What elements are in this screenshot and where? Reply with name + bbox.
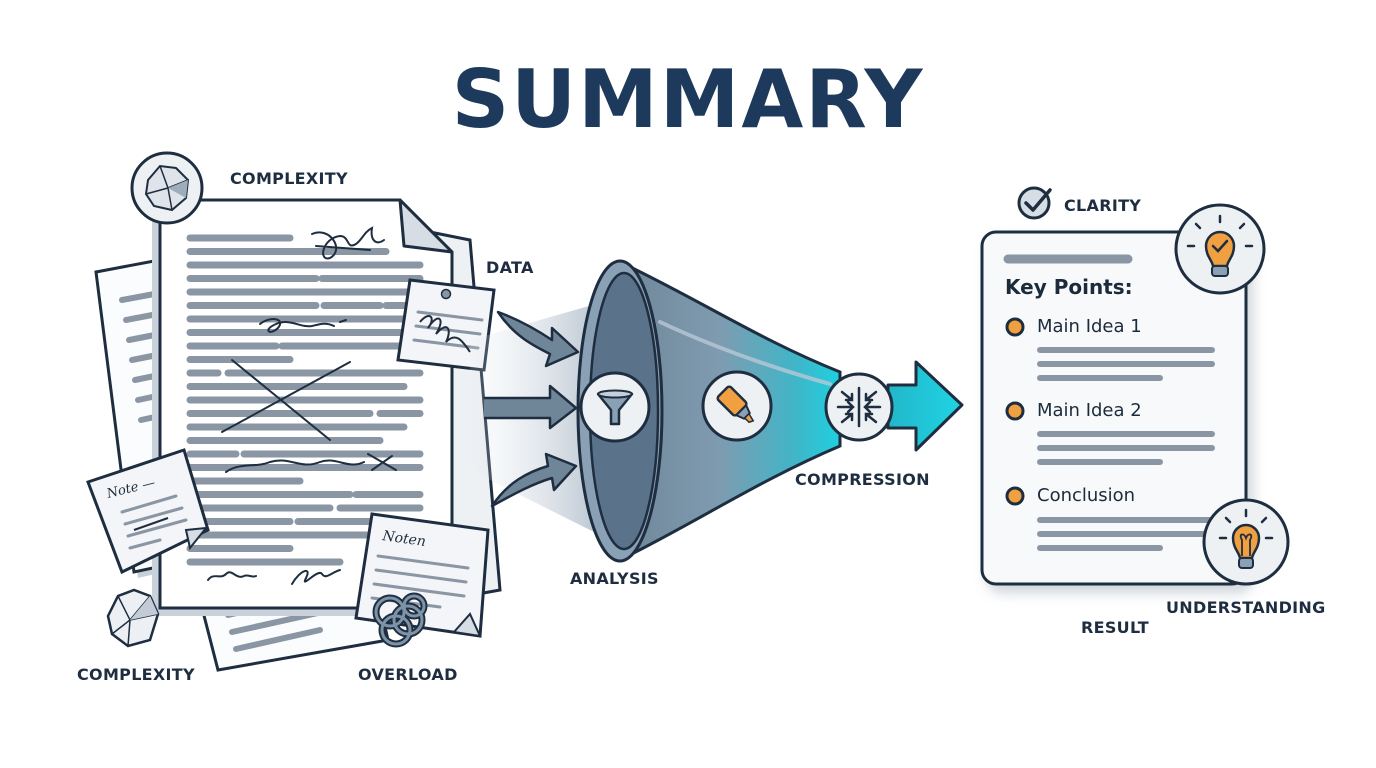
lightbulb-badge	[1202, 498, 1290, 586]
highlighter-badge	[701, 370, 773, 442]
bullet-icon	[1005, 401, 1025, 421]
output-arrow	[886, 360, 964, 452]
bullet-icon	[1005, 317, 1025, 337]
filter-badge	[579, 371, 651, 443]
result-card	[980, 230, 1248, 586]
data-flow	[470, 300, 610, 540]
funnel	[576, 259, 964, 563]
arrow-icon	[490, 452, 578, 508]
compression-badge	[824, 372, 894, 442]
label-result: RESULT	[1081, 618, 1150, 637]
label-clarity: CLARITY	[1064, 196, 1142, 215]
messy-documents: Note — Noten	[86, 151, 502, 672]
label-compression: COMPRESSION	[795, 470, 930, 489]
label-complexity-top: COMPLEXITY	[230, 169, 348, 188]
check-circle-icon	[1017, 186, 1052, 220]
key-point-1: Main Idea 1	[1037, 316, 1142, 337]
key-point-3: Conclusion	[1037, 485, 1136, 506]
page-title: SUMMARY	[451, 53, 925, 146]
key-point-2: Main Idea 2	[1037, 400, 1142, 421]
lightbulb-check-badge	[1174, 203, 1266, 295]
label-overload: OVERLOAD	[358, 665, 458, 684]
complexity-badge	[130, 151, 204, 225]
highlighter-icon	[716, 385, 755, 424]
right-note: Noten	[354, 512, 490, 638]
label-complexity-bottom: COMPLEXITY	[77, 665, 195, 684]
main-document	[152, 198, 454, 616]
bullet-icon	[1005, 486, 1025, 506]
label-data: DATA	[486, 258, 534, 277]
label-understanding: UNDERSTANDING	[1166, 598, 1326, 617]
arrow-icon	[484, 384, 578, 430]
compress-icon	[836, 386, 882, 428]
left-note: Note —	[86, 448, 210, 575]
label-analysis: ANALYSIS	[570, 569, 659, 588]
crumpled-paper-icon	[106, 588, 160, 648]
right-note-text: Noten	[380, 528, 426, 550]
key-points-heading: Key Points:	[1005, 275, 1133, 299]
arrow-icon	[496, 310, 580, 368]
funnel-icon	[596, 389, 634, 426]
